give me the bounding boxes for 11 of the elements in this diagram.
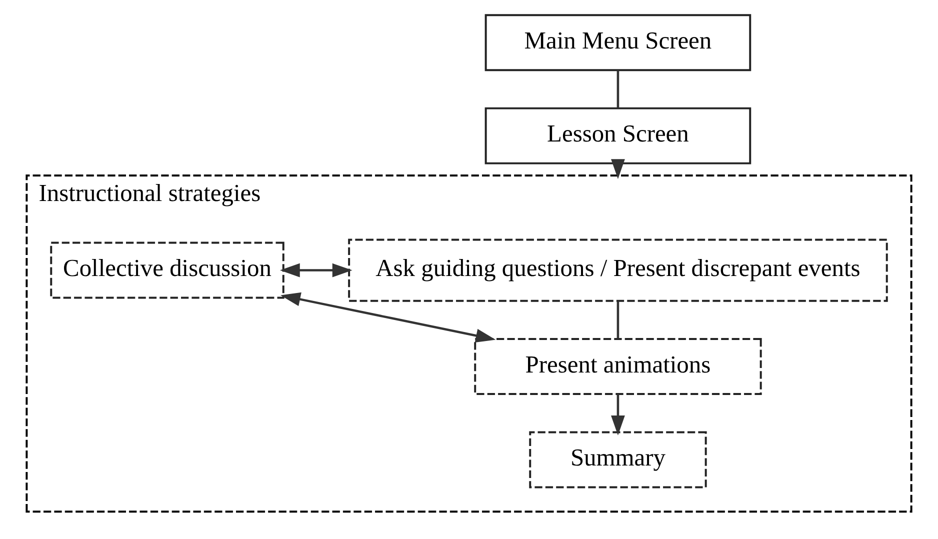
arrow bbox=[280, 292, 496, 342]
connector bbox=[616, 301, 620, 339]
connector bbox=[616, 70, 620, 108]
node-box: Ask guiding questions / Present discrepant events bbox=[348, 238, 888, 302]
arrow bbox=[280, 263, 352, 278]
node-box: Summary bbox=[529, 431, 707, 488]
node-box: Present animations bbox=[474, 338, 762, 396]
arrow bbox=[611, 159, 625, 179]
arrow bbox=[611, 394, 625, 436]
node-box: Collective discussion bbox=[50, 242, 284, 299]
node-box: Main Menu Screen bbox=[484, 14, 752, 72]
